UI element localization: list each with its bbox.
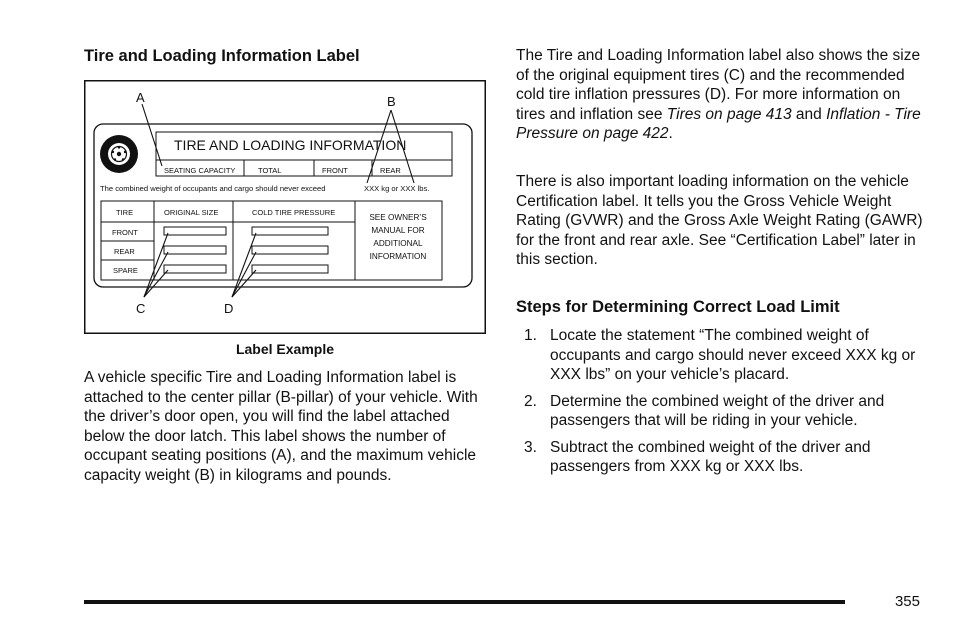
see-manual-line-4: INFORMATION xyxy=(370,252,427,261)
front-label: FRONT xyxy=(322,166,348,175)
label-diagram: TIRE AND LOADING INFORMATION SEATING CAP… xyxy=(84,80,486,334)
see-manual-line-1: SEE OWNER’S xyxy=(369,213,427,222)
step-number: 1. xyxy=(524,327,537,344)
page-number: 355 xyxy=(894,593,920,610)
seating-capacity-label: SEATING CAPACITY xyxy=(164,166,235,175)
title-box xyxy=(155,131,453,177)
col-original-size: ORIGINAL SIZE xyxy=(164,208,218,217)
p1-and: and xyxy=(791,105,827,123)
placard-outline xyxy=(93,123,473,288)
row-rear: REAR xyxy=(114,247,135,256)
leader-lines xyxy=(141,103,415,298)
col-cold-tire-pressure: COLD TIRE PRESSURE xyxy=(252,208,335,217)
row-front: FRONT xyxy=(112,228,138,237)
callout-a: A xyxy=(136,90,145,105)
tires-reference: Tires on page 413 xyxy=(666,105,792,123)
list-item: 1. Locate the statement “The combined we… xyxy=(516,326,926,385)
weight-value: XXX kg or XXX lbs. xyxy=(364,184,429,193)
right-paragraph-2: There is also important loading informat… xyxy=(516,173,923,268)
see-manual-line-2: MANUAL FOR xyxy=(371,226,424,235)
label-title: TIRE AND LOADING INFORMATION xyxy=(174,137,406,153)
step-text: Subtract the combined weight of the driv… xyxy=(550,438,871,476)
footer-rule xyxy=(84,600,845,604)
total-label: TOTAL xyxy=(258,166,281,175)
p1-text: The Tire and Loading Information label a… xyxy=(516,47,921,123)
list-item: 2. Determine the combined weight of the … xyxy=(516,392,926,431)
inflation-reference: Inflation - Tire Pressure on page 422 xyxy=(516,105,921,143)
label-example-figure: TIRE AND LOADING INFORMATION SEATING CAP… xyxy=(84,80,486,334)
list-item: 3. Subtract the combined weight of the d… xyxy=(516,438,926,477)
section-heading-tire-label: Tire and Loading Information Label xyxy=(84,47,360,65)
left-body-paragraph: A vehicle specific Tire and Loading Info… xyxy=(84,369,478,484)
callout-c: C xyxy=(136,301,145,316)
right-paragraph-1: The Tire and Loading Information label a… xyxy=(516,46,926,144)
step-text: Locate the statement “The combined weigh… xyxy=(550,327,916,383)
step-number: 3. xyxy=(524,438,537,456)
step-number: 2. xyxy=(524,392,537,410)
tire-icon xyxy=(100,135,138,173)
rear-label: REAR xyxy=(380,166,401,175)
figure-caption: Label Example xyxy=(235,341,335,357)
col-tire: TIRE xyxy=(116,208,133,217)
see-manual-line-3: ADDITIONAL xyxy=(373,239,423,248)
manual-box xyxy=(354,200,443,281)
row-spare: SPARE xyxy=(113,266,138,275)
step-text: Determine the combined weight of the dri… xyxy=(550,392,885,430)
section-heading-load-limit: Steps for Determining Correct Load Limit xyxy=(516,298,840,316)
callout-d: D xyxy=(224,301,233,316)
steps-list: 1. Locate the statement “The combined we… xyxy=(516,326,926,484)
combined-weight-statement: The combined weight of occupants and car… xyxy=(100,184,325,193)
callout-b: B xyxy=(387,94,396,109)
p1-end: . xyxy=(668,125,673,142)
figure-frame xyxy=(84,80,486,334)
